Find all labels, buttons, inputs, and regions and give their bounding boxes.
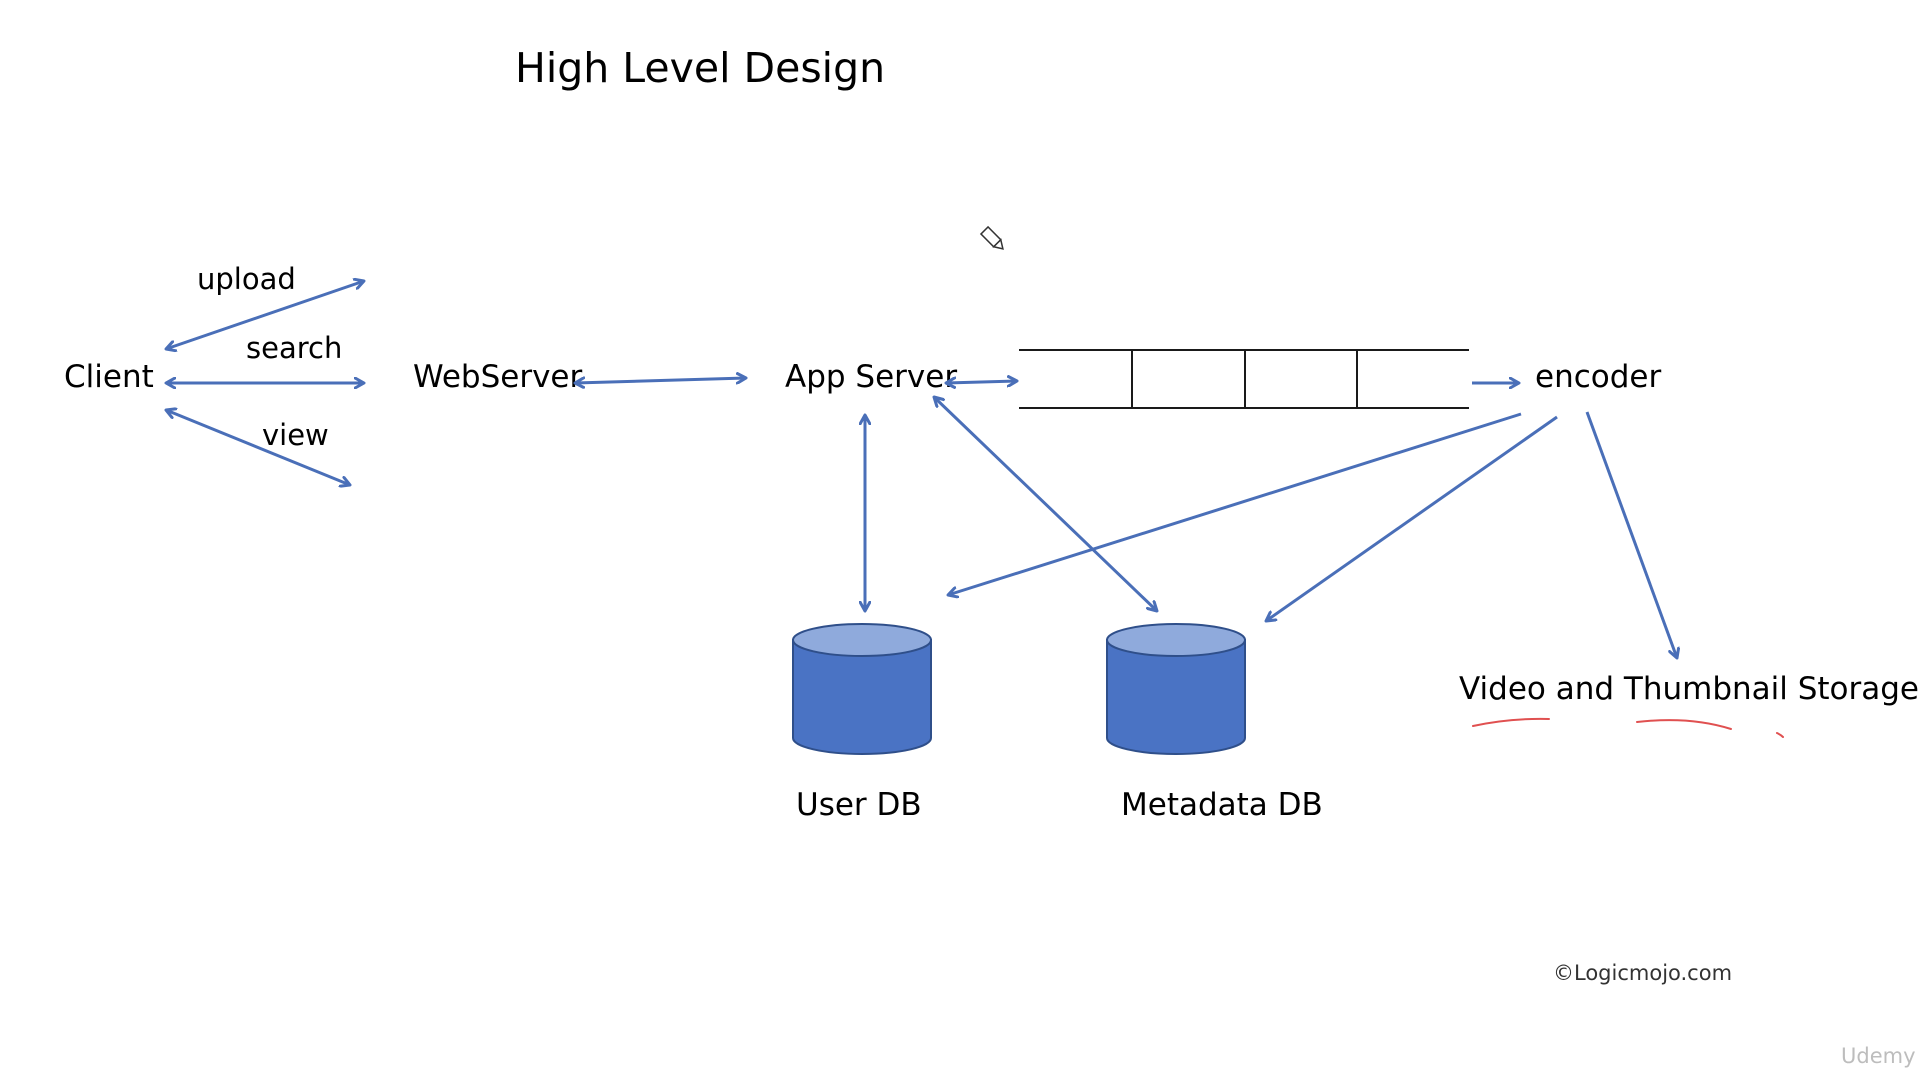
storage-label: Video and Thumbnail Storage: [1459, 671, 1919, 707]
view-arrow: [166, 410, 350, 485]
webserver-appserver-arrow: [575, 378, 746, 383]
udemy-watermark: Udemy: [1841, 1044, 1916, 1068]
webserver-label: WebServer: [413, 359, 582, 395]
client-label: Client: [64, 359, 154, 395]
metadata-db-cylinder: [1106, 623, 1246, 755]
upload-arrow: [166, 281, 364, 349]
metadata-db-label: Metadata DB: [1121, 787, 1323, 823]
encoder-userdb-arrow: [948, 412, 1522, 595]
encoder-label: encoder: [1535, 359, 1661, 395]
encoder-storage-arrow: [1585, 411, 1677, 658]
page-title: High Level Design: [515, 44, 885, 92]
view-label: view: [262, 418, 329, 452]
storage-underline-annotation: [1472, 717, 1784, 738]
user-db-cylinder: [792, 623, 932, 755]
encoder-metadatadb-arrow: [1266, 415, 1558, 621]
search-label: search: [246, 331, 342, 365]
upload-label: upload: [197, 262, 296, 296]
user-db-label: User DB: [796, 787, 922, 823]
appserver-queue-arrow: [946, 381, 1017, 383]
pencil-cursor-icon: [979, 225, 1004, 250]
app-server-label: App Server: [785, 359, 957, 395]
appserver-metadatadb-arrow: [934, 397, 1157, 611]
message-queue: [1019, 349, 1469, 409]
copyright-text: ©Logicmojo.com: [1553, 961, 1732, 985]
